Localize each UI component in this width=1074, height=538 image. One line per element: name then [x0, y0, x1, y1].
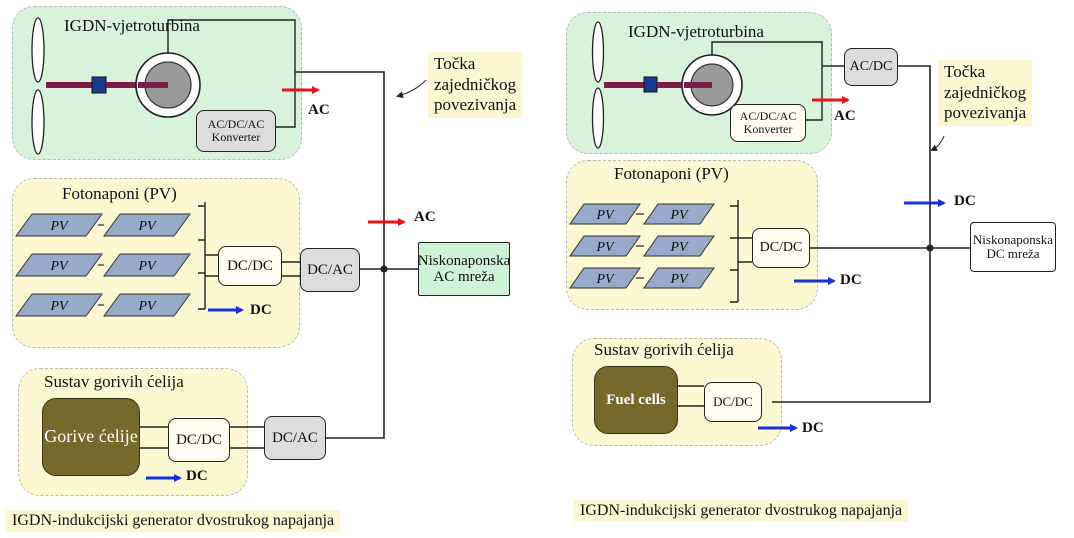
right-pv-panel-label: PV: [669, 208, 689, 223]
left-pcc-node: [380, 265, 388, 273]
right-pv-panel-label: PV: [595, 208, 615, 223]
left-pv-panel-label: PV: [137, 259, 157, 274]
right-wind-title: IGDN-vjetroturbina: [628, 22, 764, 41]
left-wind-rotor-wire: [167, 19, 296, 128]
left-fc-dc-label: DC: [186, 468, 208, 484]
right-fuel-cell-stack: Fuel cells: [594, 366, 678, 434]
left-pv-panel: [103, 213, 191, 237]
left-pv-panel: [15, 293, 103, 317]
right-fuelcell-title: Sustav gorivih ćelija: [594, 340, 734, 359]
right-pv-panel-label: PV: [669, 272, 689, 287]
left-main-bus: [295, 71, 385, 439]
right-pv-panel: [643, 235, 715, 257]
left-pcc-line-2: zajedničkog: [434, 74, 517, 94]
left-fuel-cell-stack: Gorive ćelije: [42, 398, 140, 476]
right-acdc-converter: AC/DC: [844, 48, 898, 86]
right-pcc-label: Točka zajedničkog povezivanja: [938, 60, 1033, 127]
left-bus-ac-label: AC: [414, 209, 436, 225]
left-pv-panel: [103, 253, 191, 277]
left-pv-panel-label: PV: [49, 299, 69, 314]
right-bus-dc-label: DC: [954, 193, 976, 209]
right-pv-array: [730, 200, 752, 303]
right-pv-panel-label: PV: [669, 240, 689, 255]
left-pcc-pointer: [396, 79, 427, 99]
right-pcc-line-2: zajedničkog: [944, 82, 1027, 102]
right-pv-panel-label: PV: [595, 240, 615, 255]
right-acdcac-converter: AC/DC/AC Konverter: [730, 104, 806, 142]
left-pv-panel-label: PV: [49, 259, 69, 274]
right-fc-dcdc: DC/DC: [704, 382, 762, 422]
right-pv-panel: [569, 235, 641, 257]
left-pv-panel: [103, 293, 191, 317]
left-turbine-icon: [31, 17, 201, 155]
left-acdcac-converter: AC/DC/AC Konverter: [196, 110, 276, 152]
right-pv-panel: [643, 267, 715, 289]
right-pv-panel: [569, 267, 641, 289]
left-wind-title: IGDN-vjetroturbina: [64, 16, 200, 35]
left-pv-array: [198, 202, 218, 310]
left-acdcac-converter-label: AC/DC/AC Konverter: [207, 116, 265, 144]
left-pcc-label: Točka zajedničkog povezivanja: [428, 52, 523, 119]
left-fc-dcac: DC/AC: [264, 416, 326, 460]
left-pcc-line-3: povezivanja: [434, 95, 517, 115]
left-pv-dcac: DC/AC: [300, 248, 360, 292]
right-wind-ac-label: AC: [834, 108, 856, 124]
right-fc-dc-label: DC: [802, 420, 824, 436]
right-pcc-line-1: Točka: [944, 62, 986, 81]
right-grid-box: Niskonaponska DC mreža: [970, 222, 1056, 272]
left-footnote: IGDN-indukcijski generator dvostrukog na…: [6, 510, 341, 532]
right-pv-title: Fotonaponi (PV): [614, 164, 729, 183]
left-pv-dc-label: DC: [250, 302, 272, 318]
left-pv-panel-label: PV: [137, 299, 157, 314]
left-fuelcell-title: Sustav gorivih ćelija: [44, 372, 184, 391]
right-turbine-icon: [591, 21, 743, 149]
right-pcc-pointer: [930, 135, 945, 151]
left-pv-panel-label: PV: [49, 219, 69, 234]
left-pv-title: Fotonaponi (PV): [62, 184, 177, 203]
right-pcc-line-3: povezivanja: [944, 103, 1027, 123]
right-main-bus: [772, 65, 931, 403]
left-grid-box: Niskonaponska AC mreža: [418, 242, 510, 296]
right-pv-dc-label: DC: [840, 272, 862, 288]
left-wind-ac-label: AC: [308, 102, 330, 118]
left-pcc-line-1: Točka: [434, 54, 476, 73]
right-pv-panel: [569, 203, 641, 225]
right-pv-dcdc: DC/DC: [752, 228, 810, 268]
left-pv-panel: [15, 253, 103, 277]
right-acdcac-converter-label: AC/DC/AC Konverter: [739, 108, 797, 136]
right-pv-panel: [643, 203, 715, 225]
left-pv-panel: [15, 213, 103, 237]
left-pv-dcdc: DC/DC: [218, 246, 282, 286]
right-pv-panel-label: PV: [595, 272, 615, 287]
left-fc-dcdc: DC/DC: [168, 418, 230, 462]
right-footnote: IGDN-indukcijski generator dvostrukog na…: [574, 500, 909, 522]
left-pv-panel-label: PV: [137, 219, 157, 234]
right-pcc-node: [926, 244, 934, 252]
